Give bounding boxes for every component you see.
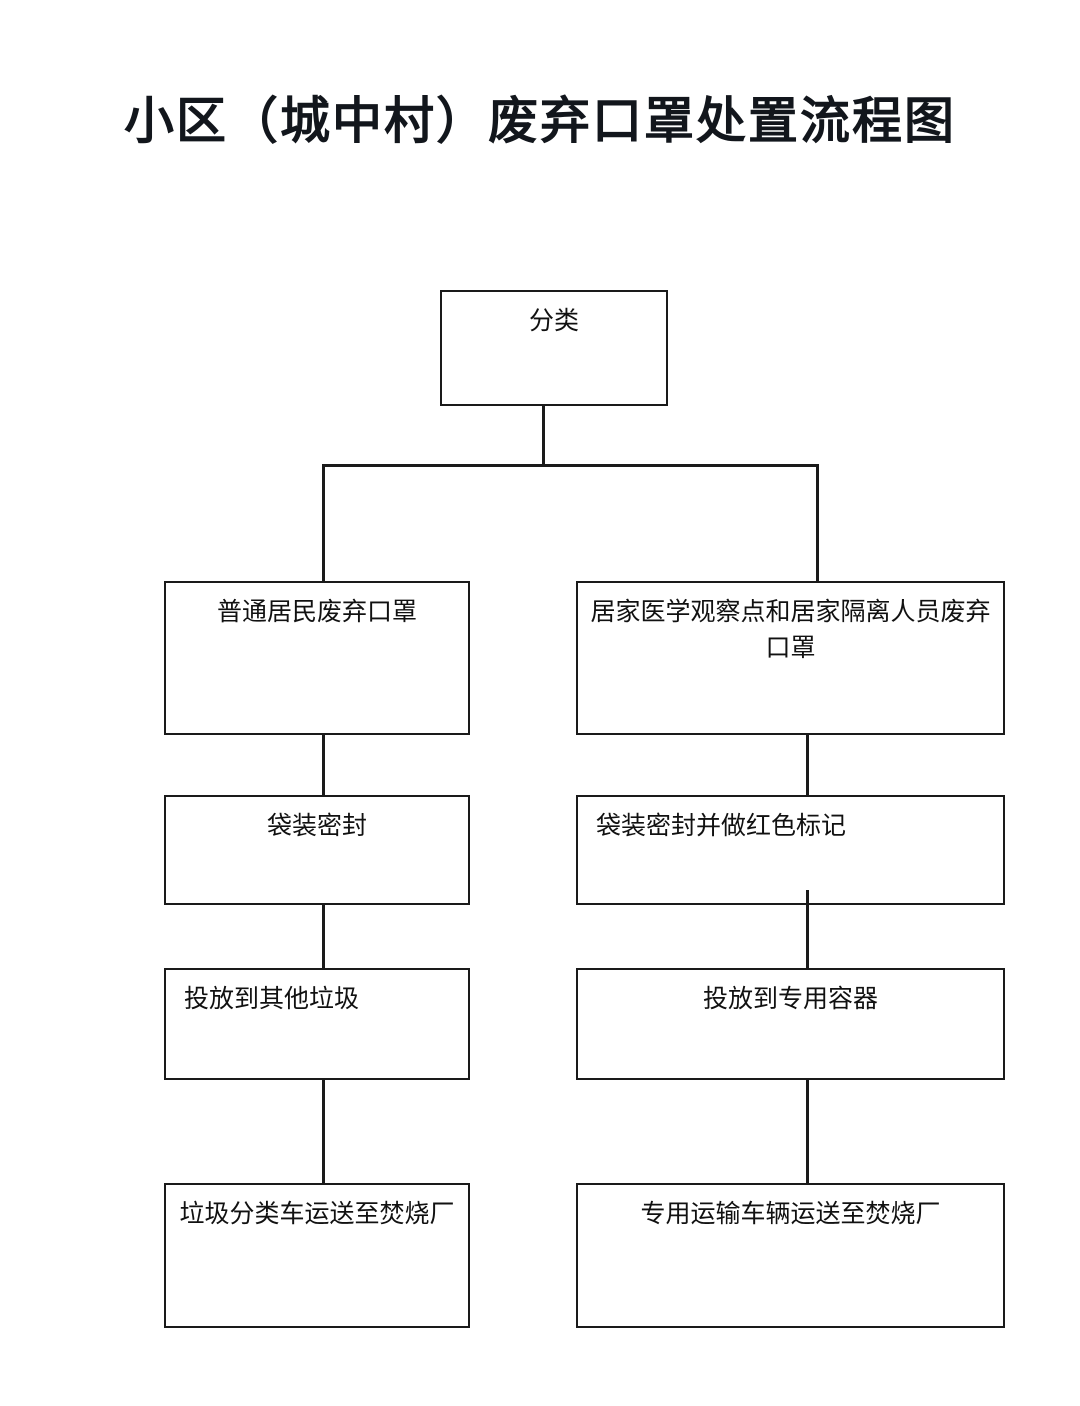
edge-left-2-to-3 bbox=[322, 905, 325, 970]
node-label: 袋装密封 bbox=[266, 812, 367, 840]
node-label: 专用运输车辆运送至焚烧厂 bbox=[640, 1200, 941, 1228]
node-label: 分类 bbox=[528, 307, 579, 335]
edge-split-bar bbox=[322, 464, 819, 467]
node-label: 居家医学观察点和居家隔离人员废弃口罩 bbox=[590, 598, 991, 662]
edge-root-stem bbox=[542, 406, 545, 466]
edge-right-3-to-4 bbox=[806, 1080, 809, 1185]
node-label: 普通居民废弃口罩 bbox=[216, 598, 417, 626]
edge-right-1-to-2 bbox=[806, 735, 809, 797]
node-left-1-ordinary-resident-masks[interactable]: 普通居民废弃口罩 bbox=[164, 581, 470, 735]
node-root-classification[interactable]: 分类 bbox=[440, 290, 668, 406]
node-right-1-quarantine-masks[interactable]: 居家医学观察点和居家隔离人员废弃口罩 bbox=[576, 581, 1005, 735]
edge-left-1-to-2 bbox=[322, 735, 325, 797]
node-left-3-dispose-other-waste[interactable]: 投放到其他垃圾 bbox=[164, 968, 470, 1080]
node-right-2-bag-seal-red-mark[interactable]: 袋装密封并做红色标记 bbox=[576, 795, 1005, 905]
edge-left-3-to-4 bbox=[322, 1080, 325, 1185]
edge-split-drop-left bbox=[322, 464, 325, 583]
node-right-4-dedicated-truck-to-incineration-plant[interactable]: 专用运输车辆运送至焚烧厂 bbox=[576, 1183, 1005, 1328]
node-label: 投放到专用容器 bbox=[702, 985, 878, 1013]
node-left-4-sorting-truck-to-incineration-plant[interactable]: 垃圾分类车运送至焚烧厂 bbox=[164, 1183, 470, 1328]
edge-right-2-to-3 bbox=[806, 890, 809, 970]
node-right-3-dispose-dedicated-container[interactable]: 投放到专用容器 bbox=[576, 968, 1005, 1080]
node-label: 投放到其他垃圾 bbox=[184, 985, 360, 1013]
node-label: 垃圾分类车运送至焚烧厂 bbox=[179, 1200, 455, 1228]
page-title: 小区（城中村）废弃口罩处置流程图 bbox=[124, 93, 956, 149]
node-label: 袋装密封并做红色标记 bbox=[596, 812, 847, 840]
node-left-2-bag-and-seal[interactable]: 袋装密封 bbox=[164, 795, 470, 905]
edge-split-drop-right bbox=[816, 464, 819, 583]
